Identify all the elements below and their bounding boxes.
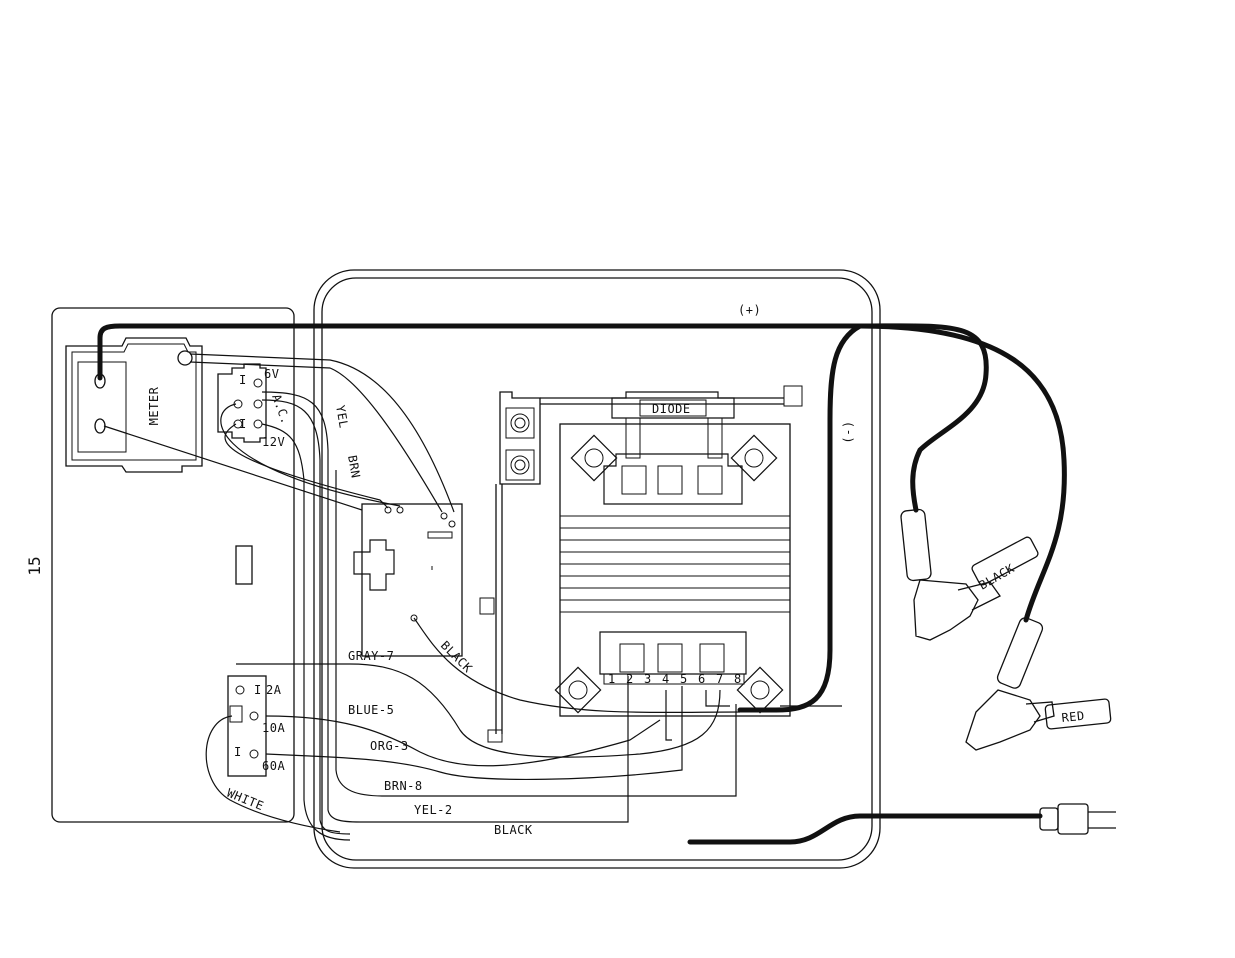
negative-cable xyxy=(740,326,860,710)
meter-label: METER xyxy=(147,386,161,425)
meter: METER xyxy=(66,338,202,472)
svg-text:1: 1 xyxy=(608,672,615,686)
label-60a: 60A xyxy=(262,759,285,773)
ac-cord xyxy=(690,816,1040,842)
transformer-laminations xyxy=(560,516,790,612)
label-blue5: BLUE-5 xyxy=(348,703,394,717)
svg-text:4: 4 xyxy=(662,672,669,686)
svg-text:6: 6 xyxy=(698,672,705,686)
thin-wires xyxy=(104,354,842,840)
diode-assembly xyxy=(540,386,802,458)
label-10a: 10A xyxy=(262,721,285,735)
transformer xyxy=(555,424,790,716)
timer-module xyxy=(354,504,462,656)
black-clamp xyxy=(900,509,1039,640)
label-ac: A.C. xyxy=(269,392,293,426)
label-brn: BRN xyxy=(345,454,363,479)
clamp-red-label: RED xyxy=(1061,709,1086,725)
label-yel: YEL xyxy=(333,404,351,429)
label-12v: 12V xyxy=(262,435,285,449)
label-gray7: GRAY-7 xyxy=(348,649,394,663)
range-switch: I I xyxy=(228,676,266,776)
label-6v: 6V xyxy=(264,367,279,381)
label-brn8: BRN-8 xyxy=(384,779,423,793)
clamp-black-label: BLACK xyxy=(977,561,1018,593)
front-panel xyxy=(52,308,294,822)
svg-text:I: I xyxy=(239,417,246,431)
circuit-breaker-bracket xyxy=(480,392,540,742)
ac-plug xyxy=(1040,804,1116,834)
positive-cable xyxy=(100,326,860,378)
label-yel2: YEL-2 xyxy=(414,803,453,817)
page-number: 15 xyxy=(25,556,44,575)
svg-text:8: 8 xyxy=(734,672,741,686)
label-white: WHITE xyxy=(225,786,266,813)
svg-text:3: 3 xyxy=(644,672,651,686)
voltage-switch: I I xyxy=(218,364,266,442)
svg-text:7: 7 xyxy=(716,672,723,686)
label-black-bottom: BLACK xyxy=(494,823,533,837)
label-2a: 2A xyxy=(266,683,282,697)
label-org3: ORG-3 xyxy=(370,739,409,753)
label-plus: (+) xyxy=(738,303,761,317)
label-minus: (-) xyxy=(841,420,855,443)
svg-text:I: I xyxy=(254,683,261,697)
svg-text:2: 2 xyxy=(626,672,633,686)
red-clamp xyxy=(966,616,1111,750)
panel-slot xyxy=(236,546,252,584)
label-diode: DIODE xyxy=(652,402,691,416)
svg-text:5: 5 xyxy=(680,672,687,686)
svg-text:I: I xyxy=(234,745,241,759)
svg-text:I: I xyxy=(239,373,246,387)
